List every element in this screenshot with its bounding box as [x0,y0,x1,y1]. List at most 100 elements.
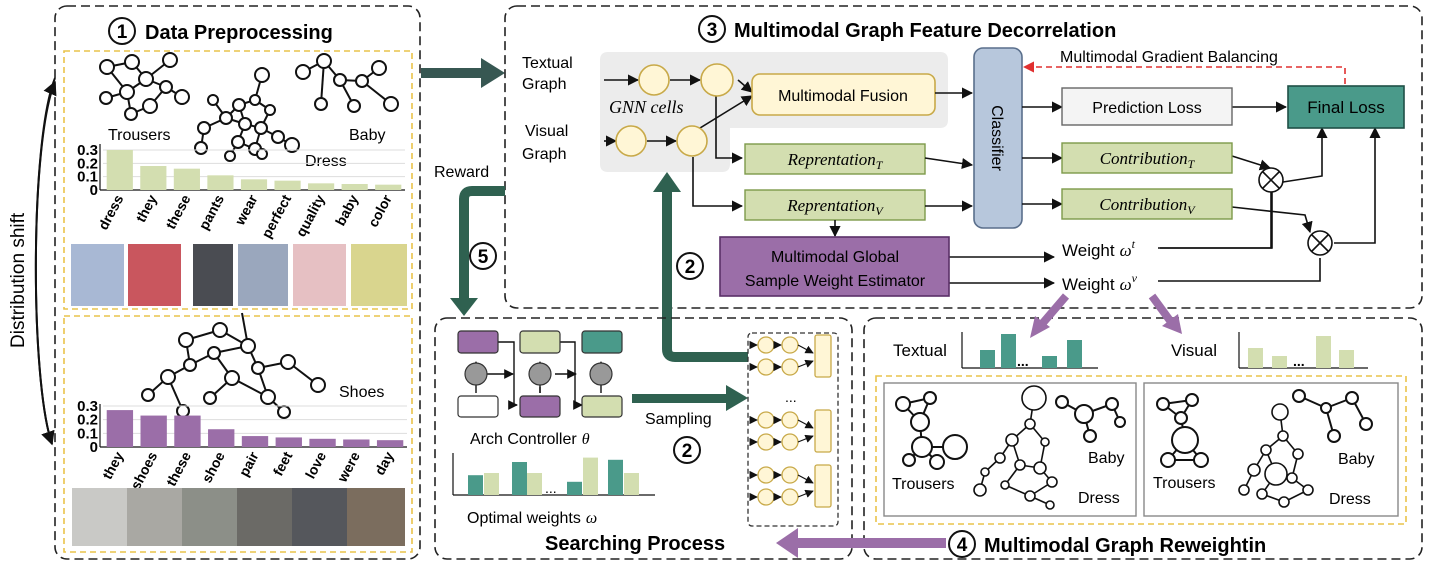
weight-bar [980,350,995,368]
sampling-arrow-head [726,385,748,411]
arch-node [757,433,775,451]
x-tick-label: these [162,192,193,232]
graph-baby [295,53,399,113]
y-tick-label: 0.1 [77,169,98,186]
visual-weights-label: Visual [1171,341,1217,360]
left-label-trousers: Trousers [892,476,955,493]
photo-shoe-4 [237,488,292,546]
x-tick-label: feet [270,449,296,479]
textual-weights-label: Textual [893,341,947,360]
arch-edge [797,344,814,354]
architectures-ellipsis: ... [785,389,797,405]
photo-baby [293,244,346,306]
graph-trousers [99,52,190,121]
photo-suit [238,244,288,306]
distribution-shift-arrow: Distribution shift [8,77,57,446]
textual-graph-line1: Textual [522,55,573,72]
weight-bar [1067,340,1082,368]
step-1-number: 1 [117,22,128,43]
arch-node [781,411,799,429]
right-label-dress: Dress [1329,491,1371,508]
optimal-weights-chart: ... [452,453,655,496]
x-tick-label: they [132,192,160,225]
photo-shoe-3 [182,488,237,546]
photo-shoe-5 [292,488,347,546]
label-shoes: Shoes [339,384,384,401]
representation-t-label: ReprentationT [787,150,884,172]
multiply-v-icon [1307,230,1333,256]
textual-reweighted-graphs [883,382,1137,517]
representation-v-label: ReprentationV [786,196,884,218]
right-label-baby: Baby [1338,451,1374,468]
y-tick-label: 0 [90,182,98,199]
arch-node [757,488,775,506]
x-tick-label: wear [231,191,261,228]
classifier-label: Classifier [988,105,1005,171]
sampling-arrow-shaft [632,394,728,403]
x-tick-label: pair [235,448,261,479]
left-dress-graph [973,385,1058,510]
sampling-feedback-arrow: 2 [653,172,748,362]
representation-t-box [744,143,926,175]
y-tick-label: 0.3 [77,398,98,415]
arrow-preprocess-to-decorrelation [421,58,505,88]
arch-node [781,336,799,354]
sample-weight-estimator-box [719,236,950,297]
weight-bar [1339,350,1354,368]
sampled-architectures-box [747,332,839,527]
arch-edge [797,359,814,368]
bar-love [309,438,336,447]
prediction-loss-label: Prediction Loss [1092,100,1201,117]
bar-pants [207,175,234,190]
arch-node [781,488,799,506]
arch-node [781,433,799,451]
top-product-images [71,244,407,306]
final-loss-label: Final Loss [1307,98,1384,117]
graph-shoes [141,312,326,419]
step-2-number: 2 [682,441,693,462]
optimal-weight-bar [512,462,527,495]
top-domain-box [63,50,413,310]
weight-bar [1248,348,1263,368]
reward-arrow: 5 [450,186,505,316]
arch-node [757,411,775,429]
visual-weights-chart: ... [1238,332,1368,369]
controller-cell-3 [589,362,613,386]
bar-they [140,166,167,190]
weight-bar [1042,356,1057,368]
multimodal-fusion-box [751,73,936,116]
panel3-title: Multimodal Graph Feature Decorrelation [734,20,1116,42]
x-tick-label: baby [332,192,362,229]
y-tick-label: 0.3 [77,142,98,159]
prediction-loss-box [1061,87,1233,126]
arch-output-block [814,409,832,453]
optimal-weight-bar [484,473,499,495]
bar-they [106,410,134,447]
controller-input-2 [519,395,561,418]
y-tick-label: 0.2 [77,155,98,172]
bar-shoe [208,429,235,447]
x-tick-label: quality [292,192,327,240]
arch-node [781,358,799,376]
bar-these [173,168,200,190]
estimator-line1: Multimodal Global [771,249,899,266]
bottom-domain-box [63,315,413,553]
label-trousers: Trousers [108,127,171,144]
weight-bar [1001,334,1016,368]
x-tick-label: shoes [127,449,160,492]
bar-baby [341,184,368,190]
right-trousers-graph [1156,393,1209,468]
step-2-badge [673,436,701,464]
step-5-badge [469,242,497,270]
step-3-number: 3 [707,20,718,41]
bar-color [375,184,402,190]
photo-trousers [193,244,233,306]
left-label-baby: Baby [1088,450,1124,467]
bottom-product-images [72,488,405,546]
controller-token-3 [581,330,623,354]
optimal-weight-bar [608,459,623,495]
bar-wear [240,179,268,190]
final-loss-box [1287,85,1405,129]
